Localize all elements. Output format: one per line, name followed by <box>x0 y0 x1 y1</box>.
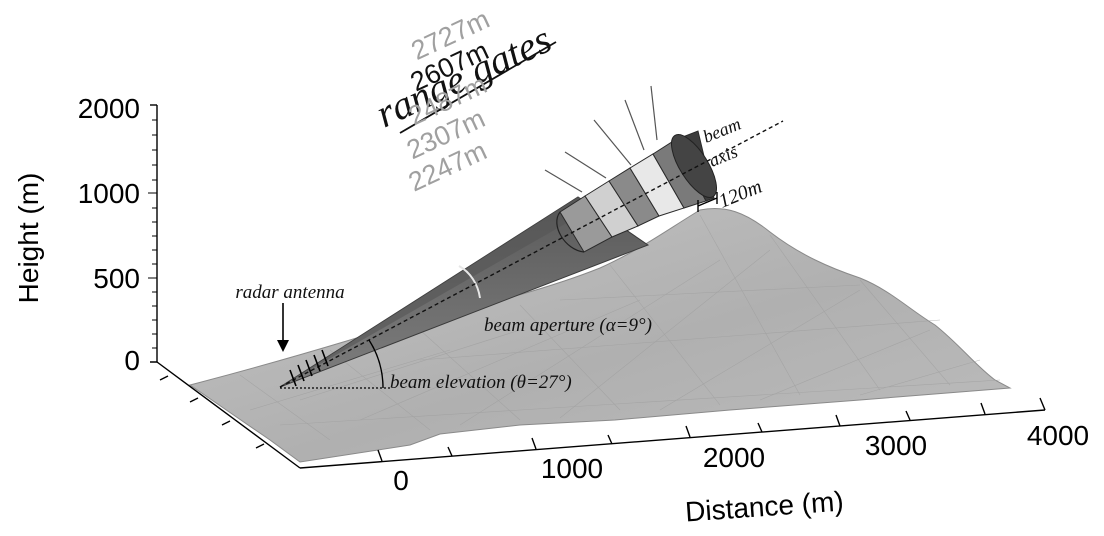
x-tick-0: 0 <box>393 465 409 496</box>
range-gate-leaders <box>544 85 658 193</box>
range-gates-underline <box>399 41 557 134</box>
beam-elevation-label: beam elevation (θ=27°) <box>390 372 572 393</box>
y-tick-2000: 2000 <box>78 93 140 124</box>
y-axis-label: Height (m) <box>13 173 44 304</box>
radar-antenna-arrow <box>277 303 289 352</box>
terrain-surface <box>188 207 1012 463</box>
beam-axis-label-1: beam <box>700 114 744 147</box>
x-tick-4000: 4000 <box>1027 420 1089 451</box>
y-tick-1000: 1000 <box>78 178 140 209</box>
beam-axis-label-2: axis <box>706 141 740 170</box>
radar-antenna-label: radar antenna <box>235 282 344 303</box>
antenna-hatch-marks <box>289 349 329 387</box>
beam-aperture-arc <box>458 265 481 299</box>
elevation-angle-arc <box>368 339 384 389</box>
x-axis-label: Distance (m) <box>684 486 844 528</box>
y-axis-minor-ticks <box>148 119 157 349</box>
beam-aperture-label: beam aperture (α=9°) <box>484 315 652 336</box>
beam-axis-line <box>279 120 784 388</box>
gate-width-label: 120m <box>716 176 765 213</box>
depth-axis <box>156 361 301 469</box>
x-tick-1000: 1000 <box>541 453 603 484</box>
y-tick-0: 0 <box>124 345 140 376</box>
x-axis <box>299 397 1046 469</box>
x-tick-2000: 2000 <box>703 442 765 473</box>
range-gate-segments <box>556 130 717 253</box>
x-tick-3000: 3000 <box>865 430 927 461</box>
y-tick-500: 500 <box>93 263 140 294</box>
gate-width-bracket <box>697 192 718 212</box>
y-axis <box>150 104 158 363</box>
